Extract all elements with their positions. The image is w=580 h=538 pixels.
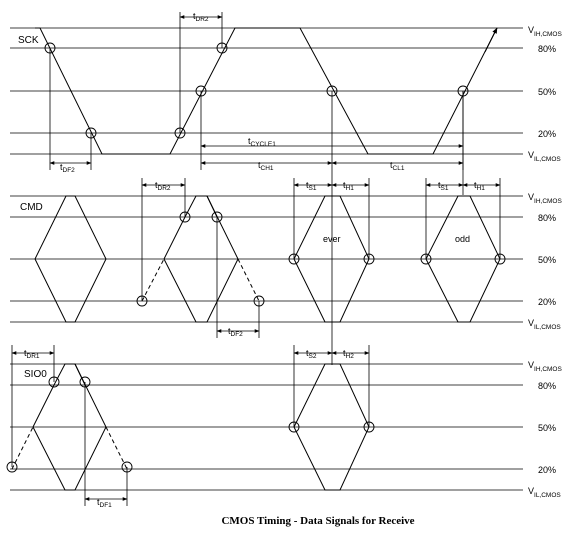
sio-20-label: 20% — [538, 465, 556, 475]
th1-odd-label: tH1 — [474, 180, 485, 192]
ts2-label: tS2 — [306, 348, 317, 360]
sio-50-label: 50% — [538, 423, 556, 433]
sck-end-arrow — [484, 27, 498, 53]
tdf1-label: tDF1 — [97, 497, 112, 509]
cmd-section: VIH,CMOS 80% 50% 20% VIL,CMOS CMD ever o… — [10, 91, 562, 365]
cmd-vih-label: VIH,CMOS — [528, 192, 562, 205]
tdr2-sck-label: tDR2 — [193, 11, 209, 23]
sck-vih-label: VIH,CMOS — [528, 25, 562, 38]
cmd-eye-1 — [34, 195, 107, 323]
sio-eye-1 — [11, 363, 128, 491]
cmd-vil-label: VIL,CMOS — [528, 318, 561, 331]
sio0-section: VIH,CMOS 80% 50% 20% VIL,CMOS SIO0 tD — [6, 345, 562, 509]
sck-section: VIH,CMOS 80% 50% 20% VIL,CMOS SCK tDF2 t… — [10, 11, 562, 174]
sio-80-label: 80% — [538, 381, 556, 391]
sck-80-label: 80% — [538, 44, 556, 54]
th2-label: tH2 — [343, 348, 354, 360]
ts1-even-label: tS1 — [306, 180, 317, 192]
sck-signal-label: SCK — [18, 35, 39, 46]
tch1-label: tCH1 — [258, 160, 274, 172]
cmd-signal-label: CMD — [20, 202, 43, 213]
sck-vil-label: VIL,CMOS — [528, 150, 561, 163]
tdf2-sck-label: tDF2 — [60, 162, 75, 174]
sck-20-label: 20% — [538, 129, 556, 139]
figure-caption: CMOS Timing - Data Signals for Receive — [221, 515, 414, 527]
ts1-odd-label: tS1 — [438, 180, 449, 192]
sio-vil-label: VIL,CMOS — [528, 486, 561, 499]
tdr2-cmd-label: tDR2 — [155, 180, 171, 192]
tcycle1-label: tCYCLE1 — [248, 136, 276, 148]
tcl1-label: tCL1 — [390, 160, 405, 172]
sck-50-label: 50% — [538, 87, 556, 97]
cmd-50-label: 50% — [538, 255, 556, 265]
cmd-20-label: 20% — [538, 297, 556, 307]
th1-even-label: tH1 — [343, 180, 354, 192]
sio0-signal-label: SIO0 — [24, 369, 47, 380]
cmd-80-label: 80% — [538, 213, 556, 223]
sck-waveform — [35, 27, 498, 155]
tdr1-label: tDR1 — [24, 348, 40, 360]
tdf2-cmd-label: tDF2 — [228, 326, 243, 338]
cmd-odd-label: odd — [455, 234, 470, 244]
sio-vih-label: VIH,CMOS — [528, 360, 562, 373]
cmd-eye-2 — [141, 195, 260, 323]
